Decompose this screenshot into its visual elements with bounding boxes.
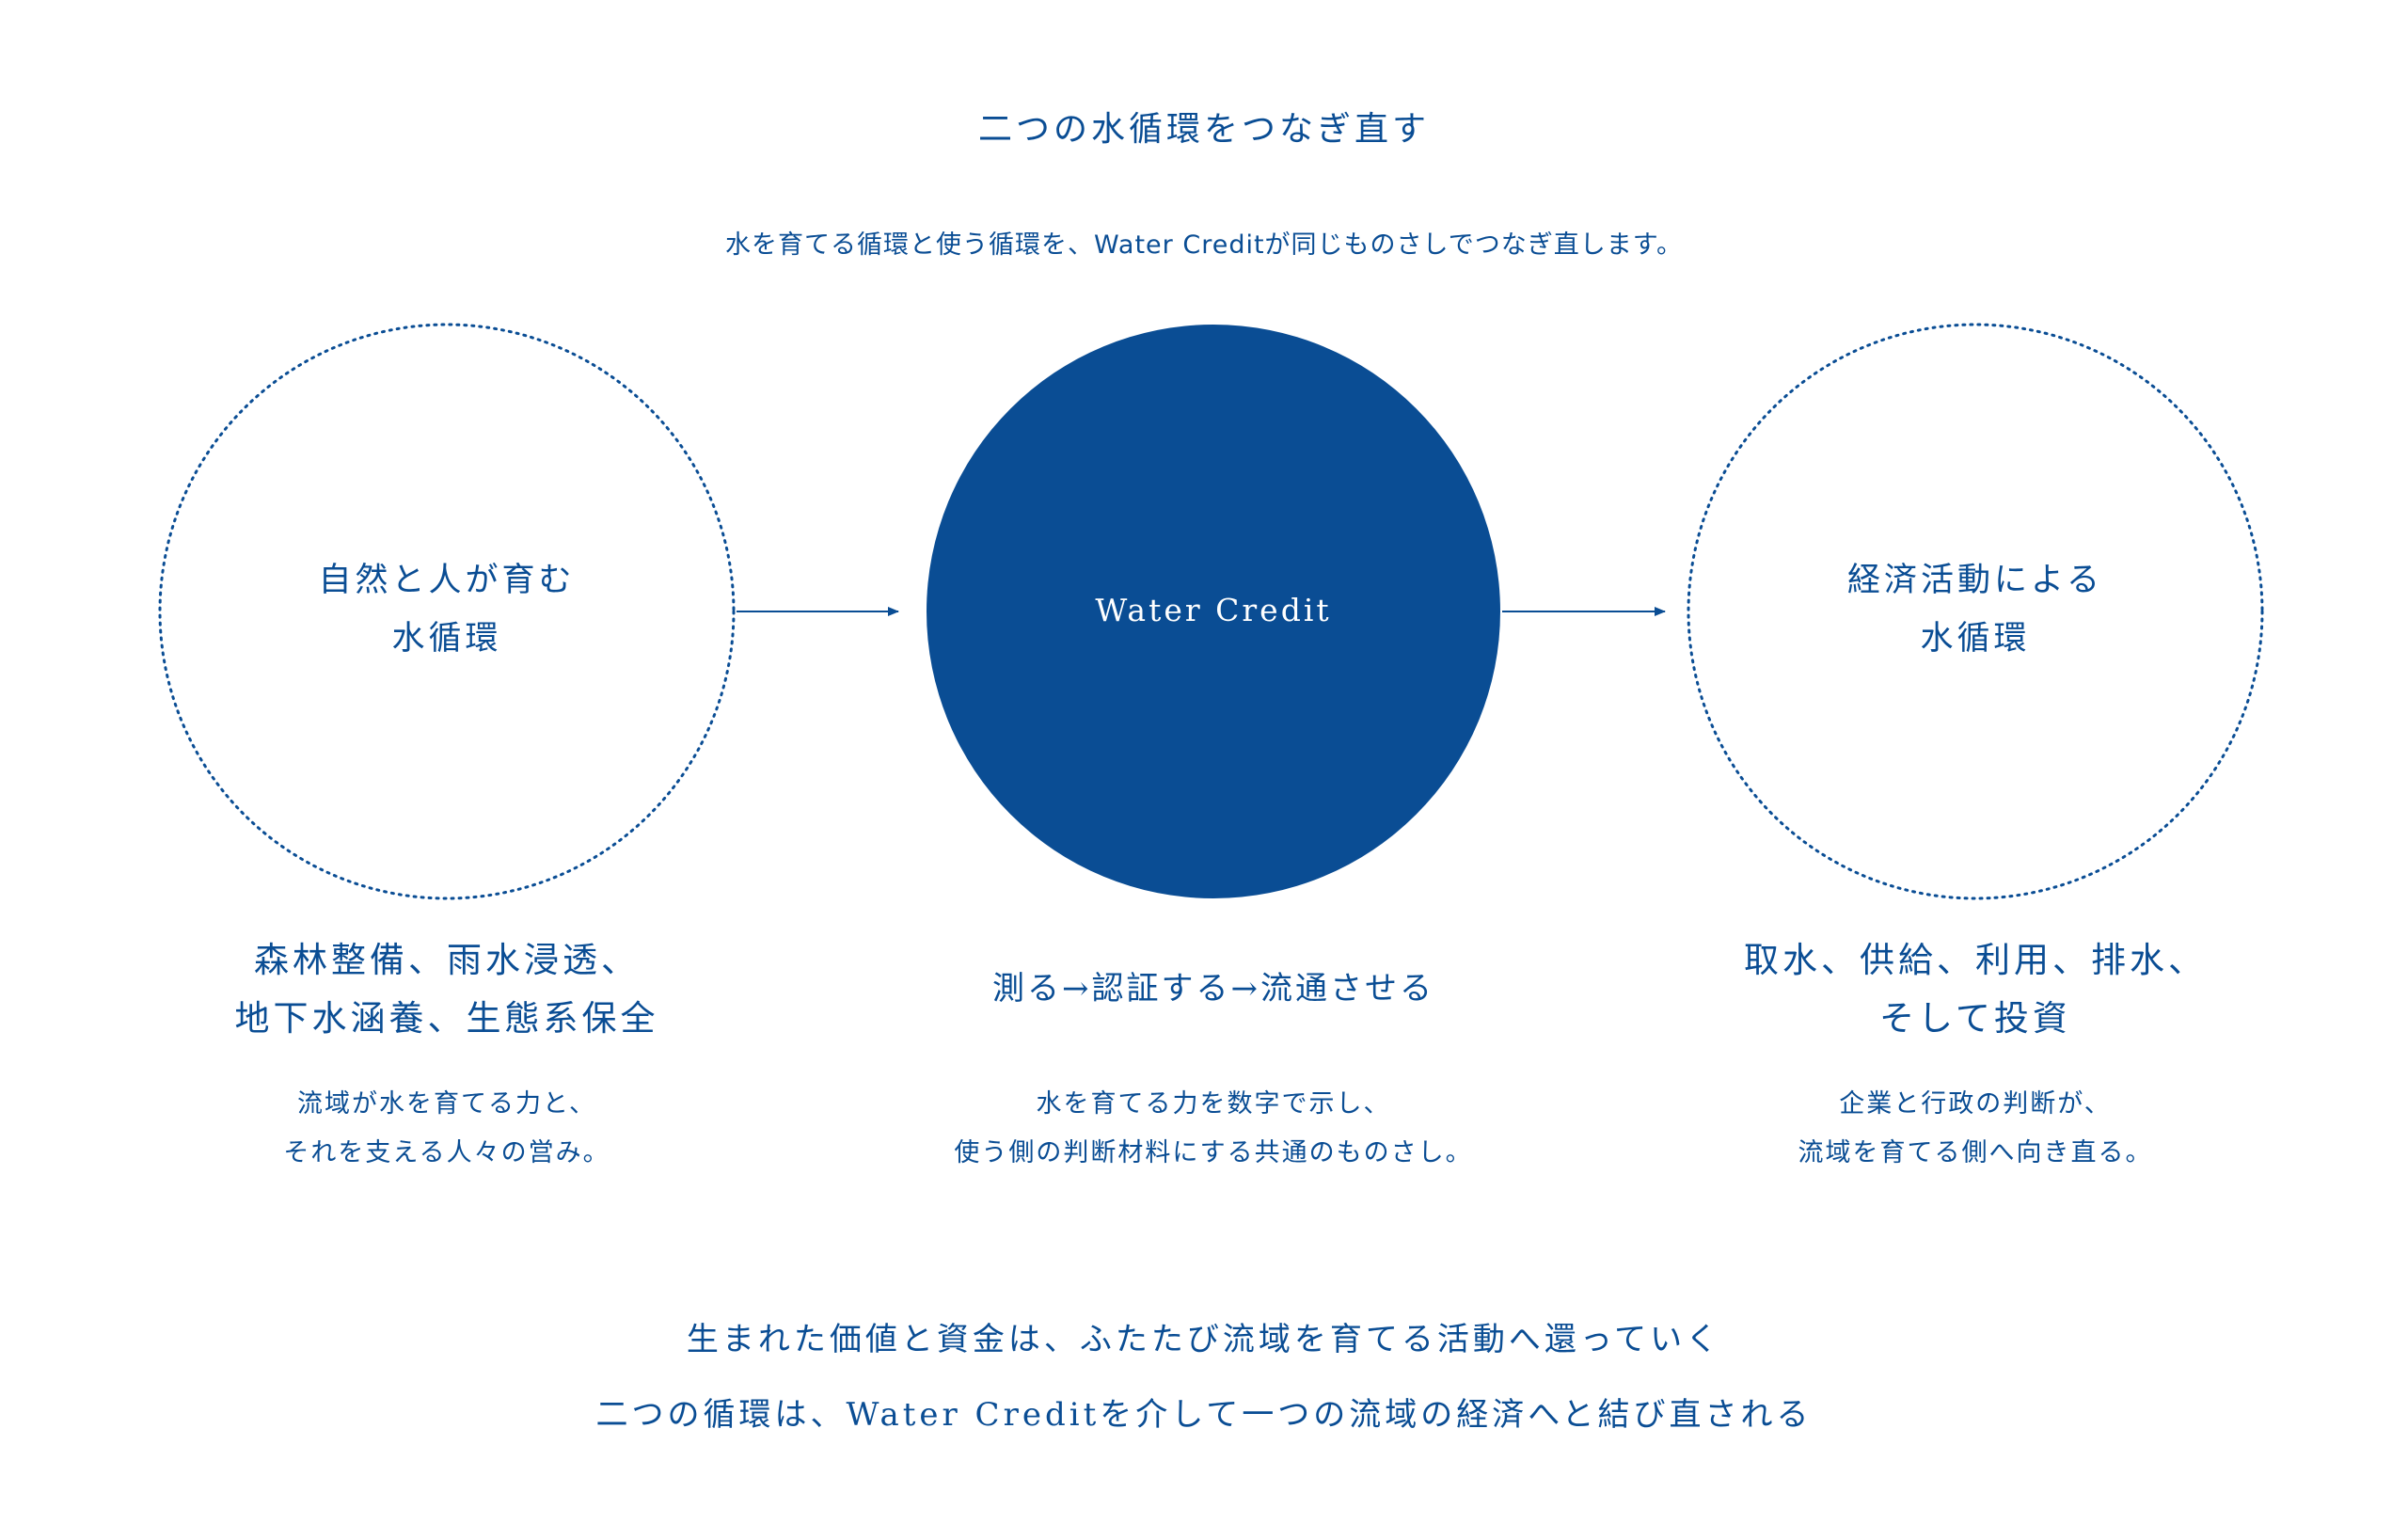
left-cycle-label: 自然と人が育む 水循環: [160, 551, 734, 668]
right-cycle-label: 経済活動による 水循環: [1688, 551, 2262, 668]
left-column-description: 流域が水を育てる力と、 それを支える人々の営み。: [113, 1080, 781, 1178]
right-desc-line: 企業と行政の判断が、: [1839, 1089, 2112, 1119]
closing-line-1: 生まれた価値と資金は、ふたたび流域を育てる活動へ還っていく: [686, 1321, 1722, 1358]
water-credit-circle: [927, 325, 1500, 898]
left-heading-line: 森林整備、雨水浸透、: [254, 940, 640, 980]
left-desc-line: 流域が水を育てる力と、: [297, 1089, 596, 1119]
center-column-heading: 測る→認証する→流通させる: [992, 970, 1434, 1008]
right-heading-line: そして投資: [1879, 998, 2071, 1039]
left-column-heading: 森林整備、雨水浸透、 地下水涵養、生態系保全: [113, 931, 781, 1048]
center-column-description: 水を育てる力を数字で示し、 使う側の判断材料にする共通のものさし。: [847, 1080, 1580, 1178]
center-desc-line: 水を育てる力を数字で示し、: [1036, 1089, 1391, 1119]
left-desc-line: それを支える人々の営み。: [283, 1138, 610, 1167]
left-cycle-label-line: 水循環: [391, 620, 502, 658]
water-credit-label: Water Credit: [1095, 592, 1332, 628]
center-desc-line: 使う側の判断材料にする共通のものさし。: [954, 1138, 1473, 1167]
left-cycle-circle: [158, 323, 736, 900]
page-subtitle: 水を育てる循環と使う循環を、Water Creditが同じものさしでつなぎ直しま…: [724, 230, 1684, 260]
right-column-heading: 取水、供給、利用、排水、 そして投資: [1641, 931, 2309, 1048]
right-heading-line: 取水、供給、利用、排水、: [1744, 940, 2207, 980]
left-heading-line: 地下水涵養、生態系保全: [234, 998, 659, 1039]
right-cycle-label-line: 水循環: [1920, 620, 2031, 658]
closing-line-2: 二つの循環は、Water Creditを介して一つの流域の経済へと結び直される: [595, 1396, 1813, 1434]
right-desc-line: 流域を育てる側へ向き直る。: [1798, 1138, 2153, 1167]
right-cycle-circle: [1687, 323, 2264, 900]
left-cycle-label-line: 自然と人が育む: [318, 562, 576, 599]
page-title: 二つの水循環をつなぎ直す: [977, 110, 1430, 149]
right-cycle-label-line: 経済活動による: [1847, 562, 2103, 599]
right-column-description: 企業と行政の判断が、 流域を育てる側へ向き直る。: [1641, 1080, 2309, 1178]
